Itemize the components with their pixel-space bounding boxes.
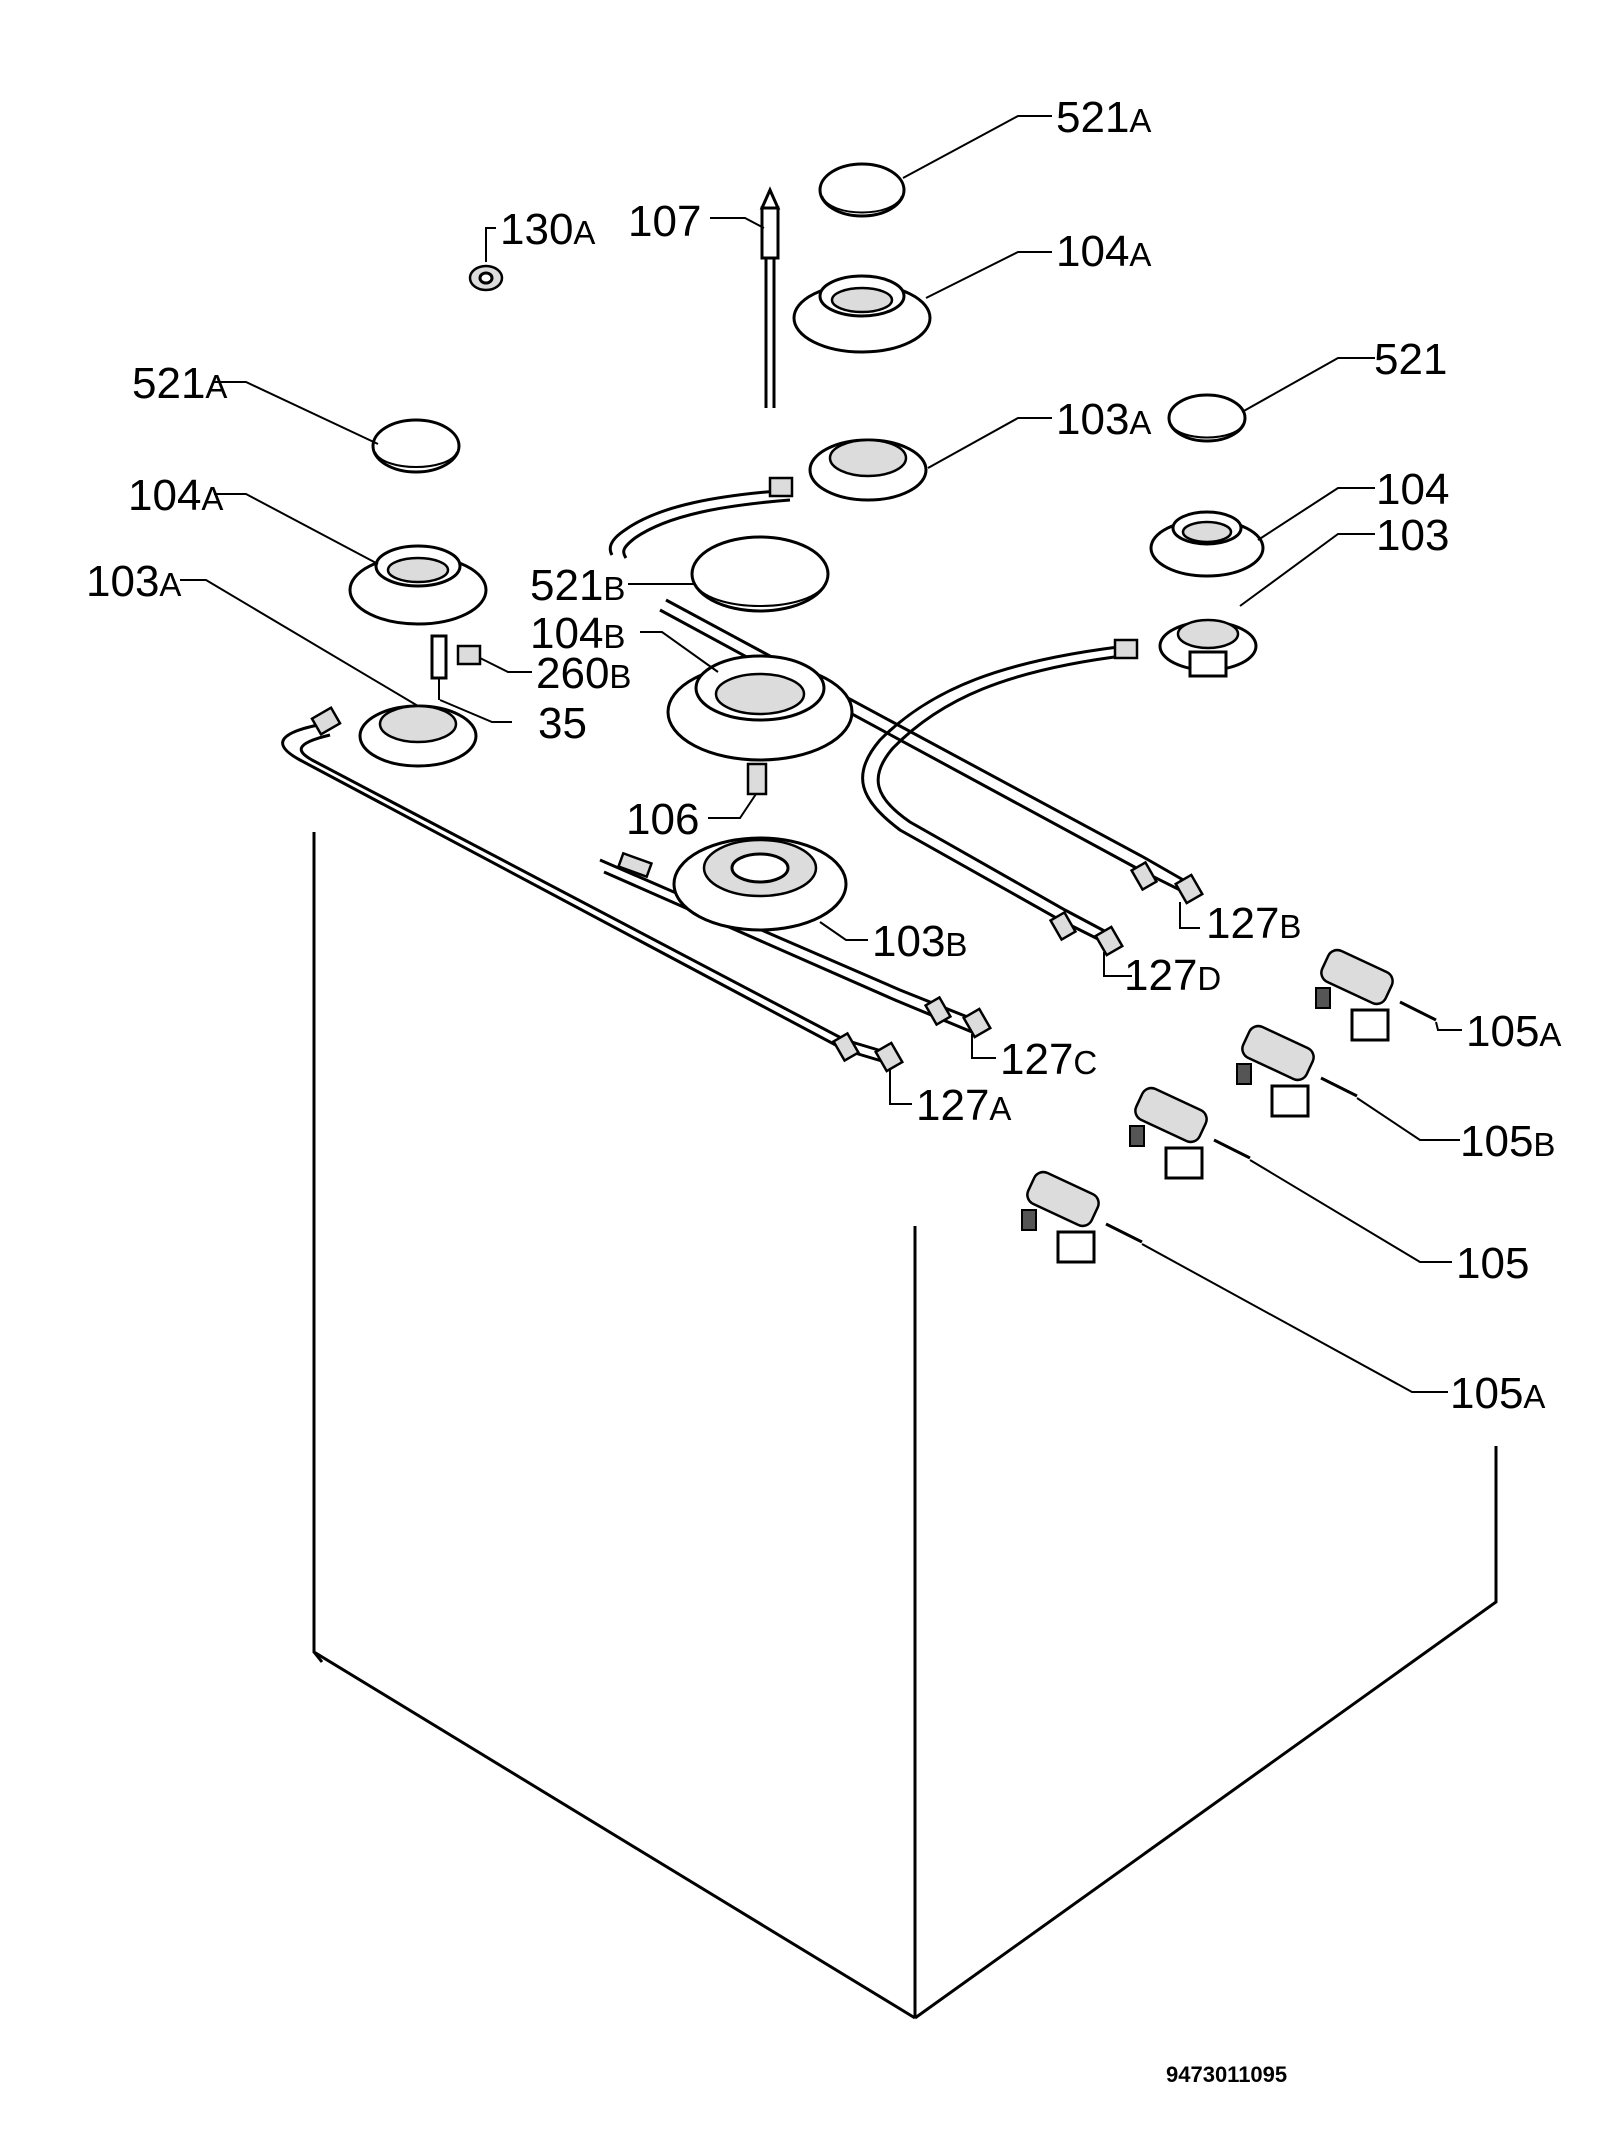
cabinet-body bbox=[312, 832, 1498, 2020]
burner-base-103a-left bbox=[358, 704, 478, 768]
callout-104a-top: 104A bbox=[1056, 227, 1151, 276]
document-number: 9473011095 bbox=[1166, 2062, 1287, 2087]
pipe-fittings bbox=[310, 476, 1205, 1073]
callout-521a-left: 521A bbox=[132, 359, 227, 408]
callout-103b: 103B bbox=[872, 917, 967, 966]
callout-104: 104 bbox=[1376, 465, 1449, 514]
burner-crown-104a-top bbox=[792, 274, 932, 354]
burner-cap-521 bbox=[1167, 393, 1247, 443]
callout-105: 105 bbox=[1456, 1239, 1529, 1288]
callout-107: 107 bbox=[628, 197, 701, 246]
gas-tap-105a-top bbox=[1315, 948, 1437, 1042]
callout-labels: 521A 130A 107 104A 521 521A 103A 104A 10… bbox=[86, 93, 1561, 1418]
gas-tap-105 bbox=[1129, 1086, 1251, 1180]
nut-130a bbox=[468, 264, 504, 292]
gas-tap-105b bbox=[1236, 1024, 1358, 1118]
burner-cap-521a-left bbox=[371, 418, 461, 474]
callout-127a: 127A bbox=[916, 1081, 1011, 1130]
burner-crown-104 bbox=[1149, 510, 1265, 578]
callout-105a-bottom: 105A bbox=[1450, 1369, 1545, 1418]
callout-260b: 260B bbox=[536, 649, 631, 698]
burner-crown-104a-left bbox=[348, 544, 488, 626]
callout-103a-left: 103A bbox=[86, 557, 181, 606]
callout-104b: 104B bbox=[530, 609, 625, 658]
callout-103: 103 bbox=[1376, 511, 1449, 560]
leader-lines bbox=[180, 115, 1462, 1393]
injector-106 bbox=[746, 762, 768, 796]
callout-127b: 127B bbox=[1206, 899, 1301, 948]
callout-130a: 130A bbox=[500, 205, 595, 254]
burner-crown-104b bbox=[666, 654, 854, 762]
callout-521: 521 bbox=[1374, 335, 1447, 384]
callout-127d: 127D bbox=[1124, 951, 1221, 1000]
clip-260b bbox=[456, 644, 482, 666]
burner-base-103a-top bbox=[808, 438, 928, 502]
callout-106: 106 bbox=[626, 795, 699, 844]
burner-base-103 bbox=[1158, 618, 1258, 678]
callout-104a-left: 104A bbox=[128, 471, 223, 520]
callout-127c: 127C bbox=[1000, 1035, 1097, 1084]
callout-105a-top: 105A bbox=[1466, 1007, 1561, 1056]
gas-tap-105a-bottom bbox=[1021, 1170, 1143, 1264]
burner-base-103b bbox=[672, 836, 848, 932]
callout-105b: 105B bbox=[1460, 1117, 1555, 1166]
callout-521b: 521B bbox=[530, 561, 625, 610]
ignition-electrode-107 bbox=[759, 186, 781, 260]
burner-cap-521b bbox=[690, 535, 830, 613]
callout-35: 35 bbox=[538, 699, 587, 748]
electrode-35 bbox=[430, 634, 448, 700]
burner-cap-521a-top bbox=[818, 162, 906, 218]
callout-521a-top: 521A bbox=[1056, 93, 1151, 142]
callout-103a-top: 103A bbox=[1056, 395, 1151, 444]
